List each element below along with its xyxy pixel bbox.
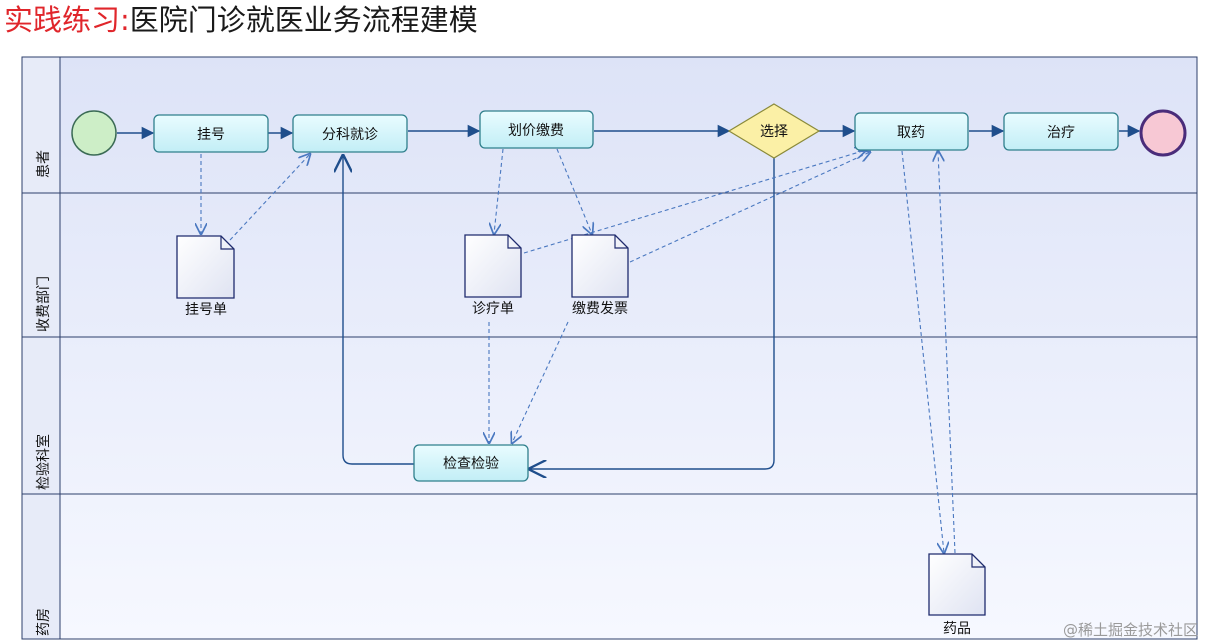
- task-register-label: 挂号: [197, 127, 225, 143]
- title-prefix: 实践练习: [4, 3, 121, 37]
- sequence-flows: [117, 124, 1141, 469]
- task-register[interactable]: 挂号: [153, 114, 269, 153]
- assoc-slip-to-triage: [229, 154, 310, 241]
- doc-medicine-label: 药品: [943, 621, 971, 637]
- task-examination-label: 检查检验: [443, 456, 499, 472]
- lane-label-pharmacy: 药房: [36, 608, 52, 636]
- title-main: 医院门诊就医业务流程建模: [129, 3, 478, 37]
- title-separator: :: [120, 3, 130, 37]
- doc-treatment-slip-label: 诊疗单: [472, 301, 514, 317]
- task-triage[interactable]: 分科就诊: [292, 114, 408, 153]
- flow-exam-to-triage: [343, 156, 414, 465]
- doc-registration-slip-label: 挂号单: [185, 302, 227, 318]
- pool-background: [21, 56, 1198, 640]
- end-event[interactable]: [1139, 109, 1187, 157]
- document-treatment-slip[interactable]: 诊疗单: [464, 234, 522, 317]
- lane-label-lab: 检验科室: [35, 434, 52, 490]
- task-triage-label: 分科就诊: [322, 127, 378, 143]
- task-take-medicine-label: 取药: [897, 125, 925, 141]
- assoc-take-medicine-to-drug: [901, 150, 944, 553]
- assoc-invoice-to-exam: [512, 321, 569, 443]
- flow-gateway-to-exam: [530, 157, 775, 469]
- lane-label-patient: 患者: [36, 150, 52, 178]
- assoc-pricing-to-treatment-slip: [494, 148, 504, 234]
- lane-label-billing: 收费部门: [36, 276, 52, 332]
- document-payment-invoice[interactable]: 缴费发票: [571, 234, 629, 317]
- page-title: 实践练习:医院门诊就医业务流程建模: [4, 0, 478, 40]
- assoc-pricing-to-invoice: [556, 148, 592, 234]
- doc-payment-invoice-label: 缴费发票: [572, 301, 628, 317]
- watermark-text: @稀土掘金技术社区: [1062, 621, 1198, 639]
- swimlane-pool: 患者 收费部门 检验科室 药房: [21, 56, 1198, 640]
- task-pricing-label: 划价缴费: [508, 123, 564, 139]
- document-medicine[interactable]: 药品: [928, 553, 986, 637]
- task-pricing[interactable]: 划价缴费: [479, 110, 594, 149]
- document-registration-slip[interactable]: 挂号单: [176, 235, 235, 318]
- gateway-label: 选择: [760, 124, 788, 140]
- task-treatment[interactable]: 治疗: [1003, 112, 1119, 151]
- start-event[interactable]: [71, 110, 117, 156]
- lane-header-column: [21, 56, 61, 640]
- gateway-choice[interactable]: 选择: [727, 103, 821, 159]
- task-take-medicine[interactable]: 取药: [854, 112, 969, 151]
- assoc-invoice-to-medicine: [629, 152, 870, 263]
- task-treatment-label: 治疗: [1047, 125, 1075, 141]
- task-examination[interactable]: 检查检验: [413, 444, 529, 482]
